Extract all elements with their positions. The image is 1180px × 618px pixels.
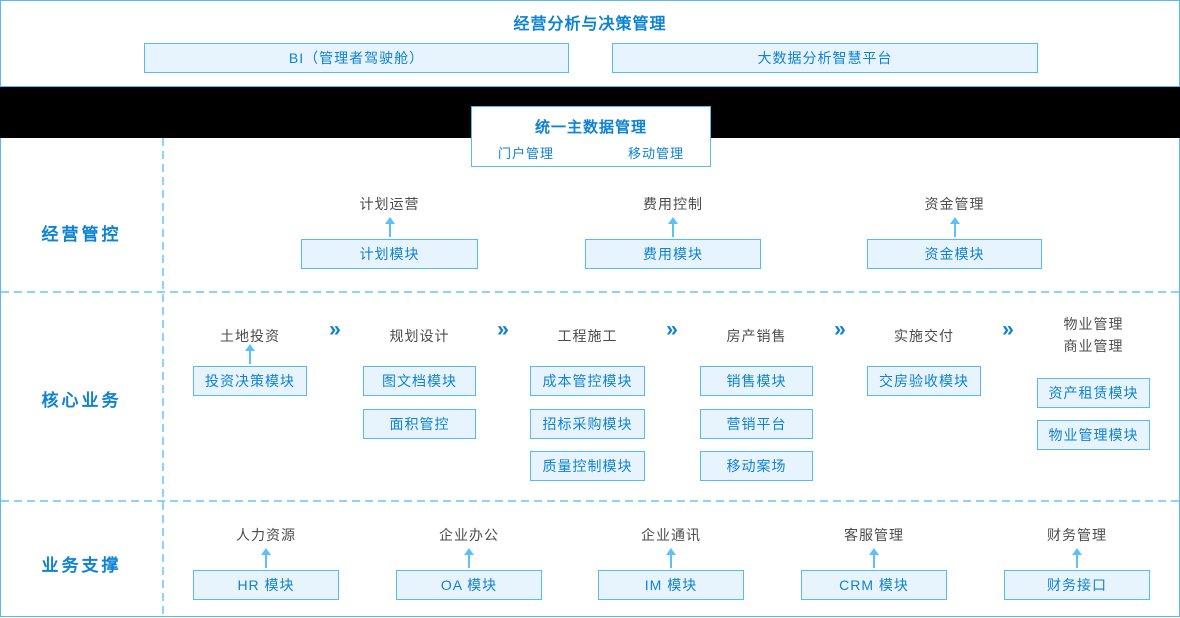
chevron-right-icon: » [834,318,846,341]
module-box-cost-control: 成本管控模块 [530,366,645,396]
stage-property: 物业管理 商业管理 资产租赁模块 物业管理模块 [1037,308,1150,480]
master-item-portal: 门户管理 [498,146,555,161]
arrow-up-icon [245,344,255,364]
arrow-up-icon [949,217,960,237]
module-box-plan: 计划模块 [301,239,478,269]
group-hr-title: 人力资源 [236,527,296,543]
group-expense-title: 费用控制 [643,196,703,212]
arrow-up-icon [668,217,678,237]
module-box-marketing: 营销平台 [700,409,813,439]
module-box-funds: 资金模块 [867,239,1042,269]
lane-label-support: 业务支撑 [41,556,122,575]
stage-planning-design: 规划设计 图文档模块 面积管控 [363,308,476,480]
master-data-panel: 统一主数据管理 门户管理 移动管理 [471,106,711,167]
lane-divider-1 [1,291,1179,293]
lane-divider-2 [1,500,1179,502]
module-box-asset-leasing: 资产租赁模块 [1037,378,1150,408]
module-box-property-mgmt: 物业管理模块 [1037,420,1150,450]
stage-land-investment-title: 土地投资 [220,328,280,344]
module-box-investment-decision: 投资决策模块 [193,366,307,396]
module-box-bidding: 招标采购模块 [530,409,645,439]
arrow-up-icon [261,548,271,568]
module-box-mobile-site: 移动案场 [700,451,813,481]
arrow-up-icon [1072,548,1082,568]
group-expense: 费用控制 费用模块 [585,194,761,269]
chevron-right-icon: » [329,318,341,341]
group-hr: 人力资源 HR 模块 [193,525,339,600]
module-box-im: IM 模块 [598,570,744,600]
stage-property-title: 物业管理 [1063,316,1124,332]
chevron-right-icon: » [497,318,509,341]
module-box-hr: HR 模块 [193,570,339,600]
arrow-up-icon [464,548,474,568]
chevron-right-icon: » [1002,318,1014,341]
group-crm-title: 客服管理 [844,527,904,543]
module-box-quality-control: 质量控制模块 [530,451,645,481]
lane-label-core-business: 核心业务 [41,391,122,410]
module-box-bigdata: 大数据分析智慧平台 [612,43,1038,73]
stage-delivery: 实施交付 交房验收模块 [867,308,981,480]
group-im: 企业通讯 IM 模块 [598,525,744,600]
group-funds-title: 资金管理 [924,196,985,212]
group-plan-title: 计划运营 [359,196,420,212]
group-funds: 资金管理 资金模块 [867,194,1042,269]
group-finance: 财务管理 财务接口 [1004,525,1150,600]
master-data-title: 统一主数据管理 [534,119,647,136]
module-box-crm: CRM 模块 [801,570,947,600]
lane-label-operations: 经营管控 [41,225,122,244]
stage-commerce-title: 商业管理 [1063,338,1124,354]
master-data-items: 门户管理 移动管理 [472,137,710,162]
arrow-up-icon [384,217,395,237]
module-box-area-control: 面积管控 [363,409,476,439]
stage-delivery-title: 实施交付 [894,328,954,344]
master-item-mobile: 移动管理 [627,146,684,161]
module-box-oa: OA 模块 [396,570,542,600]
top-section-title: 经营分析与决策管理 [513,16,667,33]
arrow-up-icon [869,548,879,568]
module-box-handover: 交房验收模块 [867,366,981,396]
module-box-expense: 费用模块 [585,239,761,269]
group-im-title: 企业通讯 [641,527,701,543]
group-finance-title: 财务管理 [1047,527,1107,543]
stage-sales-title: 房产销售 [726,328,787,344]
group-plan: 计划运营 计划模块 [301,194,478,269]
lane-label-divider [162,138,164,617]
stage-land-investment: 土地投资 投资决策模块 [193,308,307,480]
module-box-finance-interface: 财务接口 [1004,570,1150,600]
stage-construction: 工程施工 成本管控模块 招标采购模块 质量控制模块 [530,308,645,481]
stage-planning-design-title: 规划设计 [389,328,450,344]
stage-sales: 房产销售 销售模块 营销平台 移动案场 [700,308,813,481]
module-box-sales: 销售模块 [700,366,813,396]
stage-construction-title: 工程施工 [557,328,618,344]
chevron-right-icon: » [666,318,678,341]
module-box-bi: BI（管理者驾驶舱） [144,43,569,73]
group-oa-title: 企业办公 [439,527,499,543]
group-oa: 企业办公 OA 模块 [396,525,542,600]
group-crm: 客服管理 CRM 模块 [801,525,947,600]
module-box-document: 图文档模块 [363,366,476,396]
arrow-up-icon [666,548,676,568]
top-section: 经营分析与决策管理 BI（管理者驾驶舱） 大数据分析智慧平台 [0,0,1180,87]
